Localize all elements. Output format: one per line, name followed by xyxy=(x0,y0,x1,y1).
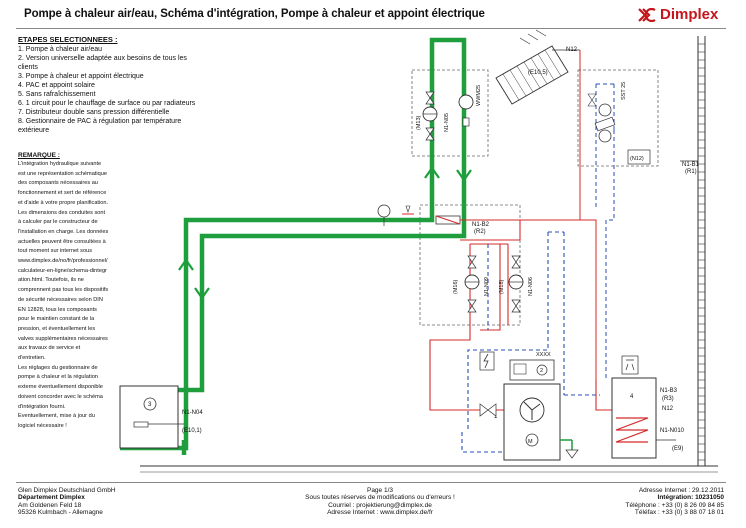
step-item: 2. Version universelle adaptée aux besoi… xyxy=(18,55,187,71)
steps-list: 1. Pompe à chaleur air/eau 2. Version un… xyxy=(18,45,208,135)
footer-fax: Téléfax : +33 (0) 3 88 07 18 01 xyxy=(634,509,724,517)
label-unit3: 3 xyxy=(148,402,152,408)
step-item: 8. Gestionnaire de PAC à régulation par … xyxy=(18,118,182,134)
footer-department: Département Dimplex xyxy=(18,494,85,502)
label-n1b1: N1-B1 xyxy=(682,162,700,168)
footer-integration: Intégration: 10231050 xyxy=(657,494,724,502)
header-rule xyxy=(16,28,726,29)
solar-collector-icon xyxy=(495,29,569,105)
dimplex-mark-icon xyxy=(638,7,656,22)
solar-station-box xyxy=(577,69,659,167)
footer-date: Adresse Internet : 29.12.2011 xyxy=(638,487,724,494)
label-m-pump: M xyxy=(528,439,533,445)
label-r1: (R1) xyxy=(685,169,697,175)
dimplex-logo: Dimplex xyxy=(638,6,718,23)
label-n1n09: N1-N09 xyxy=(484,277,490,296)
label-n1n06: N1-N06 xyxy=(528,277,534,296)
solar-pipes xyxy=(579,50,615,380)
wall xyxy=(697,36,706,466)
drain-funnel-icon xyxy=(560,439,579,459)
label-e105-top: (E10,5) xyxy=(528,70,548,76)
storage-tank-4 xyxy=(611,355,657,459)
label-e101: (E10,1) xyxy=(182,428,202,434)
floor xyxy=(140,465,718,473)
label-n1b2: N1-B2 xyxy=(472,222,490,228)
label-display: XXXX xyxy=(536,352,551,358)
footer-phone: Téléphone : +33 (0) 8 26 09 84 85 xyxy=(625,501,724,509)
step-item: 5. Sans rafraîchissement xyxy=(18,91,96,98)
label-e9: (E9) xyxy=(672,446,683,452)
footer-city: 95326 Kulmbach - Allemagne xyxy=(18,509,103,517)
steps-heading: ETAPES SELECTIONNEES : xyxy=(18,35,118,44)
label-n1n010: N1-N010 xyxy=(660,428,685,434)
label-r3: (R3) xyxy=(662,396,674,402)
footer-email: Courriel : projektierung@dimplex.de xyxy=(328,501,432,509)
label-r2: (R2) xyxy=(474,229,486,235)
label-n1n04: N1-N04 xyxy=(182,410,203,416)
footer-page: Page 1/3 xyxy=(366,487,394,494)
label-unit4: 4 xyxy=(630,394,634,400)
label-n1b3: N1-B3 xyxy=(660,388,678,394)
pump-m13-icon xyxy=(422,91,438,141)
label-n12-box: (N12) xyxy=(630,156,644,162)
pump-group-m13-box xyxy=(411,69,489,157)
footer-street: Am Goldenen Feld 18 xyxy=(18,501,82,509)
pump-m18-icon xyxy=(508,255,524,313)
step-item: 3. Pompe à chaleur et appoint électrique xyxy=(18,73,144,80)
heat-pump-manager xyxy=(509,359,555,381)
footer-disclaimer: Sous toutes réserves de modifications ou… xyxy=(305,494,455,502)
green-flow-arrows xyxy=(178,166,472,300)
step-item: 4. PAC et appoint solaire xyxy=(18,82,95,89)
step-item: 1. Pompe à chaleur air/eau xyxy=(18,46,103,53)
remark-heading: REMARQUE : xyxy=(18,152,60,159)
label-m16: (M16) xyxy=(453,279,459,294)
distributor-diagonal xyxy=(435,215,461,225)
label-n1n05: N1-N05 xyxy=(444,113,450,132)
solar-pump-icon xyxy=(587,93,616,143)
expansion-vessel-icon xyxy=(377,204,414,226)
label-n12-top: N12 xyxy=(566,47,578,53)
remark-text: L'intégration hydraulique suivante est u… xyxy=(18,161,109,429)
label-unit2: 2 xyxy=(540,368,543,374)
step-item: 6. 1 circuit pour le chauffage de surfac… xyxy=(18,100,196,107)
label-sst25: SST 25 xyxy=(621,82,627,100)
lightning-icon xyxy=(479,351,495,371)
heat-meter-wwm25-icon xyxy=(458,94,474,127)
footer-meta: Adresse Internet : 29.12.2011 Intégratio… xyxy=(560,487,724,517)
label-n12-right: N12 xyxy=(662,406,674,412)
footer-website: Adresse Internet : www.dimplex.de/fr xyxy=(327,509,433,517)
footer-rule xyxy=(16,482,726,483)
pump-m16-icon xyxy=(464,255,480,313)
footer-address: Glen Dimplex Deutschland GmbH Départemen… xyxy=(18,487,116,517)
check-valve-icon xyxy=(479,403,497,417)
label-unit1: 1 xyxy=(494,414,498,420)
logo-text: Dimplex xyxy=(660,6,719,23)
outdoor-unit-3 xyxy=(119,385,184,449)
step-item: 7. Distributeur double sans pression dif… xyxy=(18,109,170,116)
label-m18: (M18) xyxy=(499,279,505,294)
page-title: Pompe à chaleur air/eau, Schéma d'intégr… xyxy=(24,8,485,20)
footer-contact: Page 1/3 Sous toutes réserves de modific… xyxy=(270,487,490,517)
label-wwm25: WWM25 xyxy=(476,85,482,106)
footer-company: Glen Dimplex Deutschland GmbH xyxy=(18,487,116,494)
solar-controller-box xyxy=(627,149,651,165)
label-m13: (M13) xyxy=(416,115,422,130)
indoor-unit-1 xyxy=(503,383,561,461)
